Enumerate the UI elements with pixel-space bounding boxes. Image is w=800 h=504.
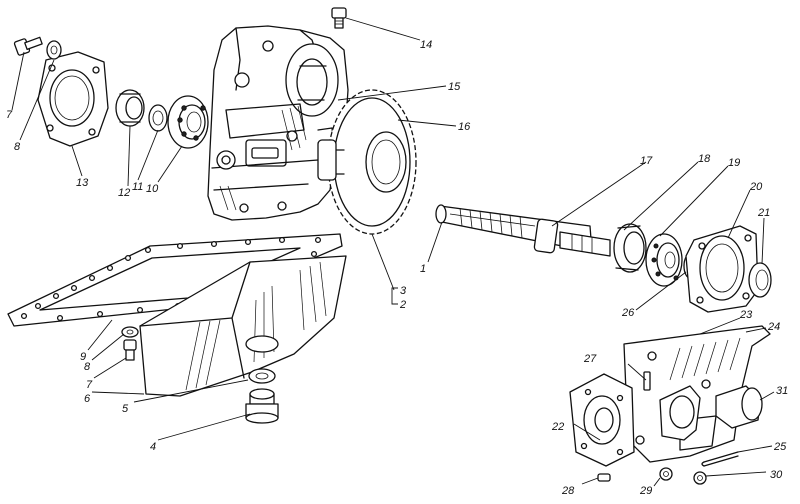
shift-fork-31 — [659, 385, 763, 441]
callout-30: 30 — [770, 469, 783, 481]
pin-27 — [643, 371, 651, 391]
seal-21 — [748, 262, 772, 298]
callout-7-pan: 7 — [86, 379, 93, 391]
callout-labels: 14 15 16 3 2 17 18 19 20 21 26 1 7 8 13 … — [6, 39, 788, 497]
bearing-19 — [645, 233, 683, 287]
cotter-pin-25 — [701, 451, 739, 467]
callout-3: 3 — [400, 285, 407, 297]
callout-7-top: 7 — [6, 109, 13, 121]
gear-16 — [317, 89, 417, 235]
callout-29: 29 — [639, 485, 652, 497]
callout-18: 18 — [698, 153, 711, 165]
flange-13 — [37, 51, 109, 147]
callout-22: 22 — [551, 421, 564, 433]
callout-26: 26 — [621, 307, 635, 319]
callout-1: 1 — [420, 263, 426, 275]
callout-13: 13 — [76, 177, 89, 189]
callout-27: 27 — [583, 353, 597, 365]
leader-lines — [11, 17, 775, 487]
bearing-cup-18 — [613, 223, 647, 273]
callout-2: 2 — [399, 299, 406, 311]
callout-20: 20 — [749, 181, 763, 193]
gearbox-housing — [207, 25, 349, 221]
bearing-10 — [167, 95, 209, 149]
callout-14: 14 — [420, 39, 432, 51]
callout-31: 31 — [776, 385, 788, 397]
washer-11 — [148, 104, 168, 132]
callout-25: 25 — [773, 441, 787, 453]
nut-29 — [659, 467, 673, 481]
cover-20 — [685, 225, 759, 313]
nut-30 — [693, 471, 707, 485]
gasket-5 — [248, 368, 276, 384]
shaft-1 — [435, 204, 611, 257]
bolt-7-pan — [123, 339, 137, 361]
key-28 — [597, 473, 611, 482]
gasket-9 — [7, 233, 343, 327]
callout-6: 6 — [84, 393, 91, 405]
callout-8-pan: 8 — [84, 361, 91, 373]
callout-24: 24 — [767, 321, 780, 333]
callout-28: 28 — [561, 485, 575, 497]
cover-plate-22 — [569, 373, 635, 467]
callout-8-top: 8 — [14, 141, 21, 153]
callout-10: 10 — [146, 183, 159, 195]
callout-23: 23 — [739, 309, 753, 321]
callout-16: 16 — [458, 121, 471, 133]
callout-5: 5 — [122, 403, 129, 415]
callout-17: 17 — [640, 155, 653, 167]
callout-15: 15 — [448, 81, 461, 93]
callout-4: 4 — [150, 441, 156, 453]
bolt-14 — [331, 7, 347, 29]
nut-12 — [115, 89, 145, 127]
callout-9: 9 — [80, 351, 86, 363]
bolt-7-washer-8-top — [13, 36, 62, 60]
callout-12: 12 — [118, 187, 130, 199]
drain-plug-4 — [245, 388, 279, 424]
callout-19: 19 — [728, 157, 740, 169]
oil-pan-6 — [139, 255, 347, 397]
callout-21: 21 — [757, 207, 770, 219]
callout-11: 11 — [132, 181, 143, 193]
washer-8-pan — [121, 326, 139, 338]
